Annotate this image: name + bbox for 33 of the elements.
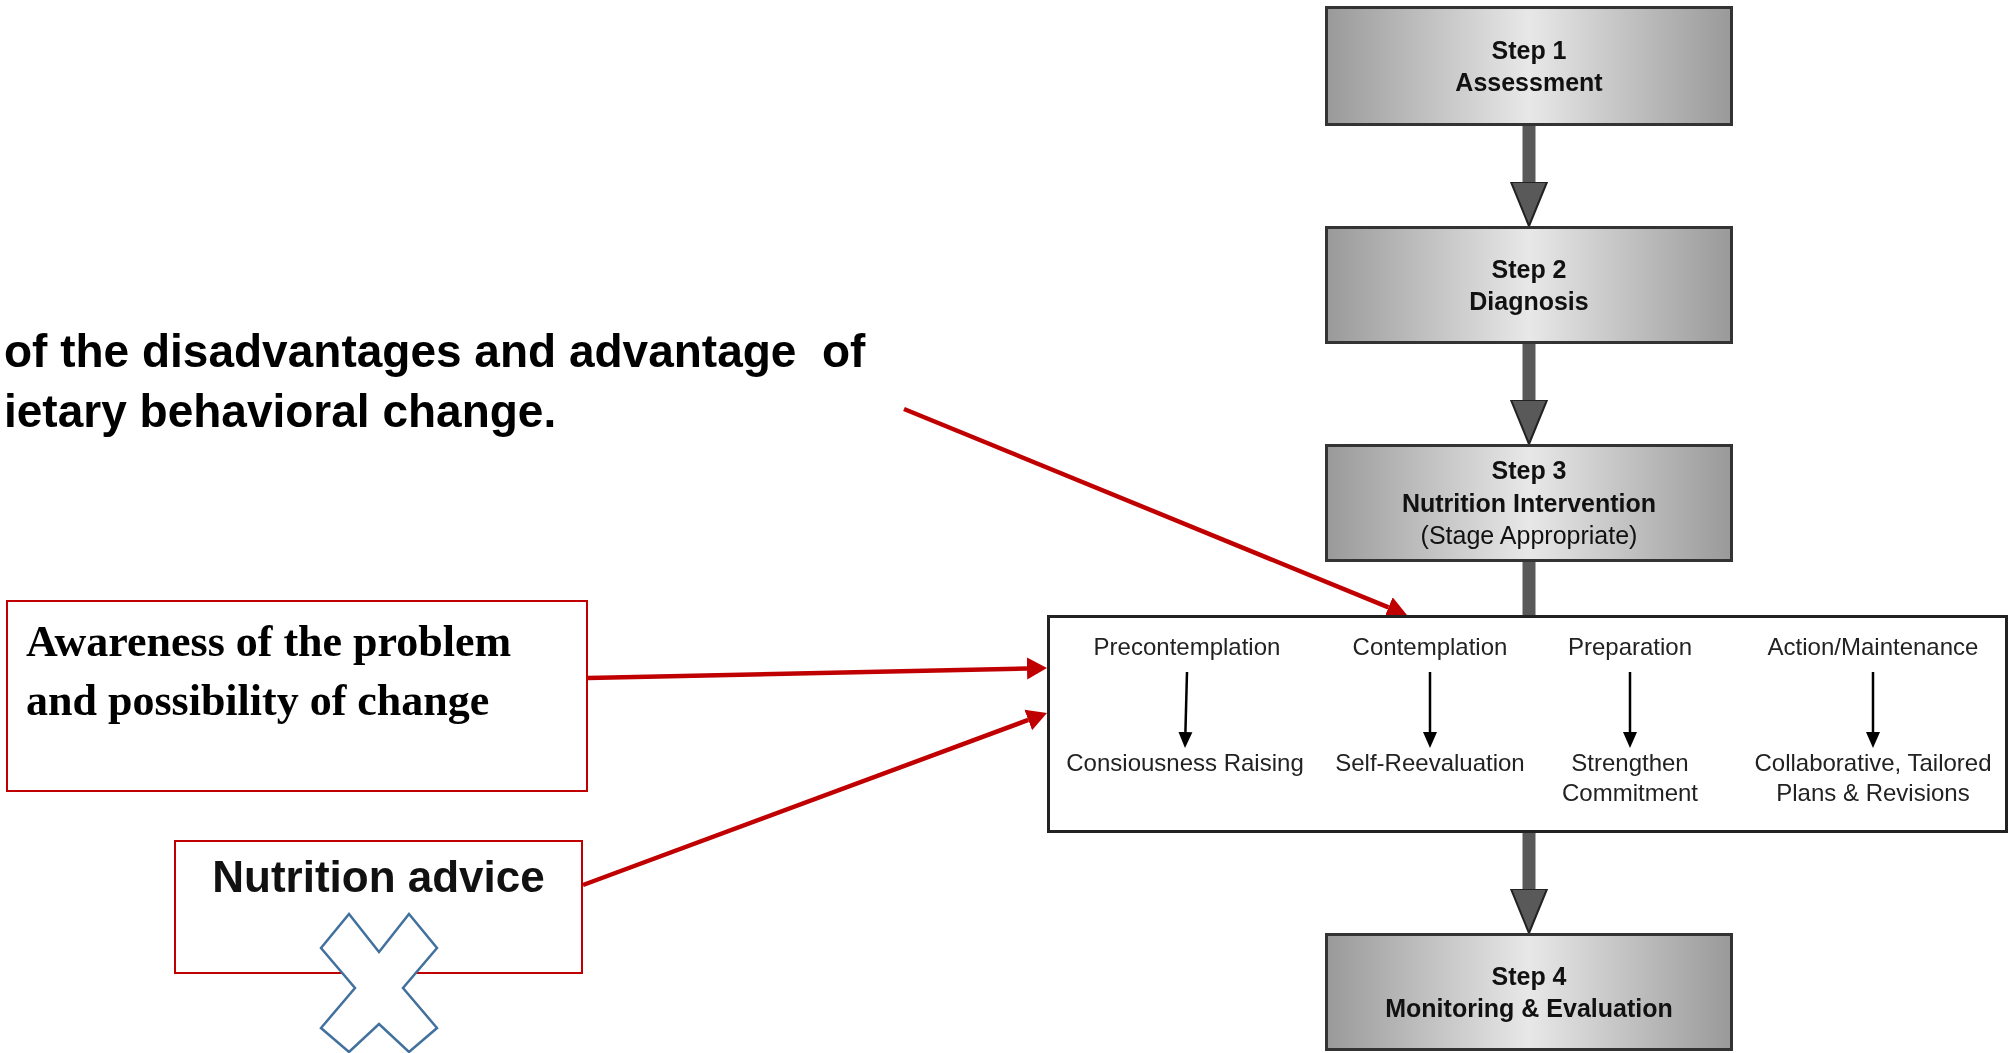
arrow	[587, 657, 1047, 681]
callout-box	[174, 840, 583, 974]
step-number: Step 1	[1491, 34, 1567, 66]
callout-text: Nutrition advice	[211, 851, 546, 902]
arrow	[1623, 672, 1637, 748]
step-title: Monitoring & Evaluation	[1385, 993, 1673, 1024]
step-title: Nutrition Intervention	[1401, 487, 1657, 519]
callout-box	[6, 600, 588, 792]
stage-label: Precontemplation	[1062, 632, 1312, 672]
note-text: of the disadvantages and advantage of ietary behavioral change.	[4, 322, 904, 442]
stage-panel	[1047, 615, 2008, 833]
arrow	[1866, 672, 1880, 748]
arrow	[1510, 344, 1548, 445]
step-box	[1325, 933, 1733, 1051]
step-box	[1325, 6, 1733, 126]
step-number: Step 4	[1491, 960, 1567, 992]
arrow	[903, 406, 1407, 618]
step-title: Diagnosis	[1469, 286, 1589, 317]
stage-label: Action/Maintenance	[1743, 632, 2003, 672]
step-box	[1325, 444, 1733, 562]
arrow	[582, 709, 1047, 888]
step-note: (Stage Appropriate)	[1420, 520, 1638, 552]
step-number: Step 3	[1491, 455, 1567, 487]
arrow	[1178, 671, 1193, 748]
stage-label: Consiousness Raising	[1055, 748, 1315, 788]
step-title: Assessment	[1455, 67, 1603, 98]
callout-text: Awareness of the problem and possibility of change	[25, 616, 513, 728]
arrow	[1423, 672, 1437, 748]
arrow	[1510, 126, 1548, 227]
step-number: Step 2	[1491, 253, 1567, 285]
stage-label: Collaborative, Tailored Plans & Revisions	[1740, 748, 2006, 812]
step-box	[1325, 226, 1733, 344]
arrow	[1510, 833, 1548, 934]
